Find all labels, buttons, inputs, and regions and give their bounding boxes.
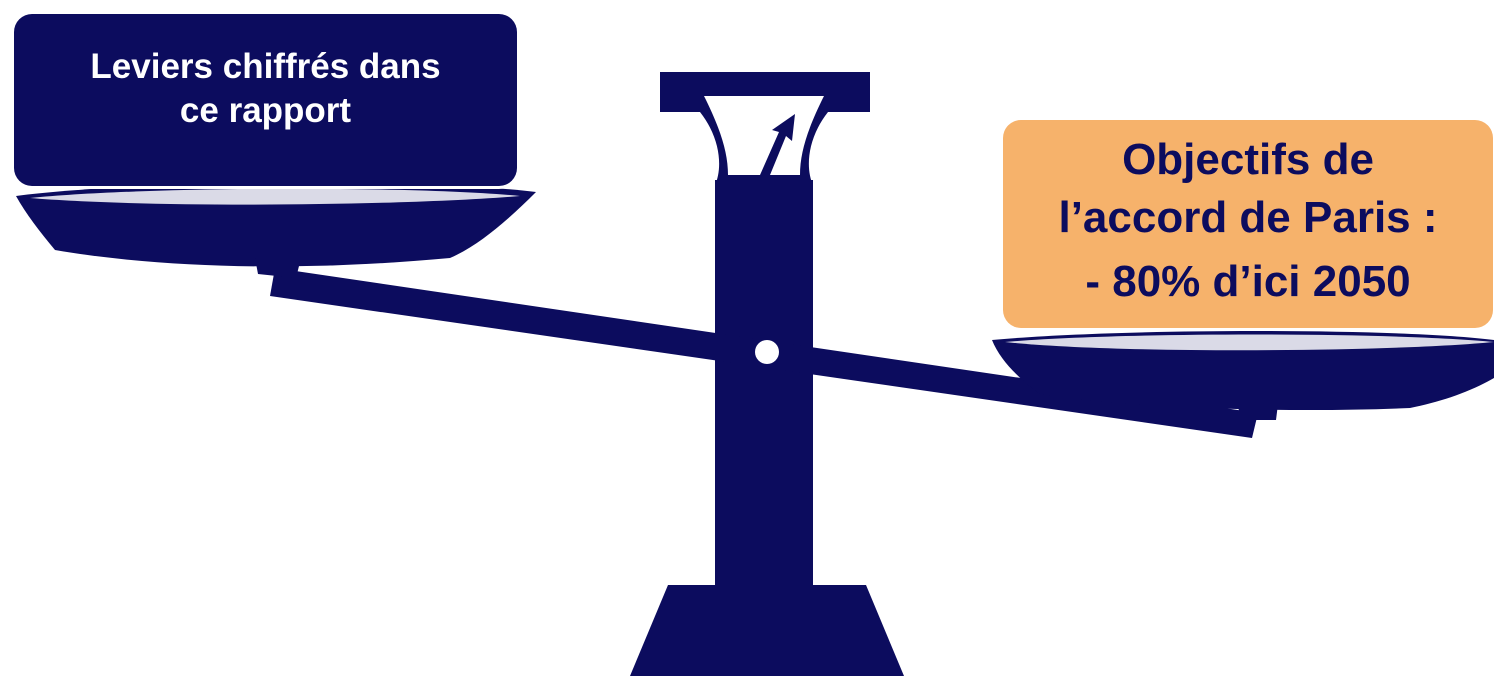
right-label-line-3: - 80% d’ici 2050 [1085, 253, 1410, 311]
left-label-line-2: ce rapport [180, 89, 351, 133]
left-label-box: Leviers chiffrés dans ce rapport [14, 14, 517, 186]
right-label-box: Objectifs de l’accord de Paris : - 80% d… [1003, 120, 1493, 328]
right-pan-hook [1238, 404, 1278, 420]
scale-base [630, 585, 904, 676]
scale-pivot [755, 340, 779, 364]
left-label-line-1: Leviers chiffrés dans [90, 45, 440, 89]
right-label-line-2: l’accord de Paris : [1058, 189, 1437, 247]
right-label-line-1: Objectifs de [1122, 131, 1374, 189]
scale-post [715, 180, 813, 590]
